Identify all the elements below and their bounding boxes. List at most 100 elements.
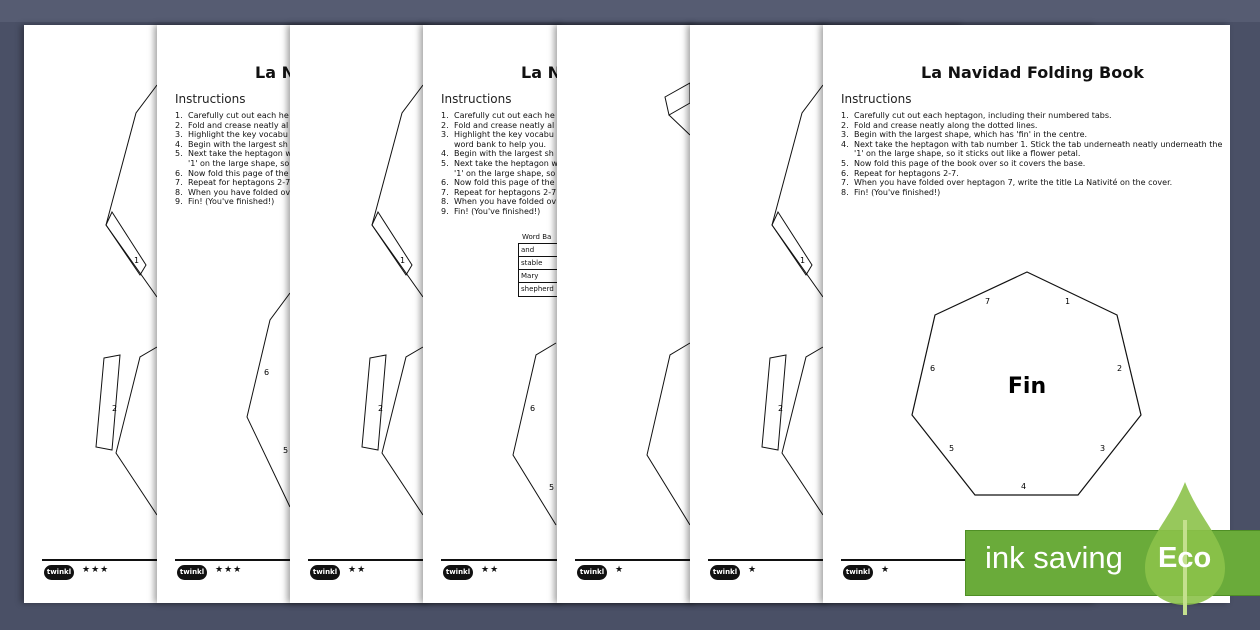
instruction-text: Repeat for heptagons 2-7: [454, 187, 557, 197]
instruction-text: word bank to help you.: [454, 139, 547, 149]
page-title: La N: [255, 63, 295, 82]
instruction-item: 1. Carefully cut out each he: [175, 111, 292, 121]
instruction-number: 7.: [441, 187, 449, 197]
center-text: Fin: [1008, 374, 1046, 399]
instruction-text: '1' on the large shape, so: [188, 158, 290, 168]
instruction-text: Next take the heptagon w: [454, 158, 558, 168]
instruction-text: Fold and crease neatly al: [454, 120, 555, 130]
instruction-number: 5.: [841, 158, 849, 168]
instruction-number: 1.: [175, 111, 183, 120]
instruction-item: 5. Next take the heptagon w'1' on the lar…: [441, 159, 558, 178]
instruction-text: '1' on the large shape, so: [454, 168, 556, 178]
edge-label: 6: [930, 364, 935, 373]
instruction-item: 9.Fin! (You've finished!): [175, 197, 292, 207]
instruction-item: 6.Repeat for heptagons 2-7.: [841, 169, 1222, 179]
instruction-number: 4.: [841, 139, 849, 149]
instruction-item: 5.Next take the heptagon w'1' on the lar…: [175, 149, 292, 168]
difficulty-stars: ★: [615, 565, 625, 575]
instruction-text: Fin! (You've finished!): [854, 187, 941, 197]
instruction-text: Carefully cut out each he: [454, 111, 555, 120]
instruction-number: 1.: [841, 111, 849, 120]
instruction-item: 1. Carefully cut out each heptagon, inclu…: [841, 111, 1222, 121]
instruction-item: 8. Fin! (You've finished!): [841, 188, 1222, 198]
instruction-text: Begin with the largest sh: [454, 149, 554, 159]
instruction-number: 1.: [441, 111, 449, 120]
page-title: La N: [521, 63, 561, 82]
difficulty-stars: ★★★: [215, 565, 243, 575]
twinkl-logo: twinkl: [44, 565, 74, 580]
instructions-heading: Instructions: [841, 92, 912, 106]
instruction-number: 6.: [175, 168, 183, 178]
instruction-number: 4.: [441, 149, 449, 159]
instruction-number: 5.: [175, 149, 183, 159]
word-bank-cell: stable: [519, 257, 577, 270]
instruction-item: 4. Begin with the largest sh: [175, 140, 292, 150]
word-bank-cell: and: [519, 244, 577, 257]
page-title: La Navidad Folding Book: [921, 63, 1144, 82]
instruction-number: 5.: [441, 158, 449, 168]
tab-label: 6: [264, 368, 269, 377]
instructions-list: 1. Carefully cut out each he 2. Fold and cr…: [175, 111, 292, 207]
instruction-item: 3.Begin with the largest shape, which ha…: [841, 130, 1222, 140]
instruction-text: Carefully cut out each he: [188, 111, 289, 120]
instruction-number: 4.: [175, 139, 183, 149]
tab-label: 2: [112, 404, 117, 413]
instruction-item: 7.Repeat for heptagons 2-7: [175, 178, 292, 188]
word-bank-cell: Mary: [519, 270, 577, 283]
instruction-text: '1' on the large shape, so it sticks out…: [854, 149, 1081, 159]
instruction-number: 8.: [441, 197, 449, 207]
instruction-number: 2.: [441, 120, 449, 130]
edge-label: 1: [1065, 297, 1070, 306]
instruction-text: Fin! (You've finished!): [454, 206, 541, 216]
tab-label: 2: [778, 404, 783, 413]
heptagon-pieces: 6 5: [246, 292, 291, 508]
edge-label: 7: [985, 297, 990, 306]
instruction-number: 8.: [841, 187, 849, 197]
instruction-number: 2.: [175, 120, 183, 130]
instruction-text: Now fold this page of the: [188, 168, 289, 178]
instruction-number: 8.: [175, 187, 183, 197]
heptagon-pieces: 1 2: [361, 84, 424, 516]
instruction-item: 7. Repeat for heptagons 2-7: [441, 188, 558, 198]
instruction-number: 7.: [841, 178, 849, 188]
twinkl-logo: twinkl: [710, 565, 740, 580]
instruction-item: 2. Fold and crease neatly al: [441, 121, 558, 131]
instruction-item: 9. Fin! (You've finished!): [441, 207, 558, 217]
instruction-item: 8. When you have folded ov: [175, 188, 292, 198]
instruction-text: Fin! (You've finished!): [188, 197, 275, 207]
instruction-text: Carefully cut out each heptagon, includi…: [854, 111, 1112, 120]
edge-label: 5: [949, 444, 954, 453]
edge-label: 2: [1117, 364, 1122, 373]
instruction-item: 5.Now fold this page of the book over so…: [841, 159, 1222, 169]
background-band: [0, 0, 1260, 22]
instruction-text: Now fold this page of the: [454, 178, 555, 188]
difficulty-stars: ★: [881, 565, 891, 575]
instruction-text: When you have folded ov: [188, 187, 291, 197]
tab-label: 1: [134, 256, 139, 265]
twinkl-logo: twinkl: [843, 565, 873, 580]
instruction-number: 3.: [841, 130, 849, 140]
difficulty-stars: ★★: [481, 565, 500, 575]
twinkl-logo: twinkl: [443, 565, 473, 580]
instruction-text: When you have folded ov: [454, 197, 557, 207]
instruction-number: 7.: [175, 178, 183, 188]
instruction-text: Repeat for heptagons 2-7.: [854, 168, 959, 178]
tab-label: 2: [378, 404, 383, 413]
word-bank: Word Ba and stable Mary shepherd: [518, 233, 578, 297]
instruction-item: 2.Fold and crease neatly along the dotte…: [841, 121, 1222, 131]
instruction-text: Fold and crease neatly al: [188, 120, 289, 130]
heptagon-pieces: 1 2: [95, 84, 158, 516]
instructions-list: 1. Carefully cut out each heptagon, inclu…: [841, 111, 1222, 197]
instruction-text: Begin with the largest sh: [188, 139, 288, 149]
tab-label: 5: [283, 446, 288, 455]
instruction-number: 9.: [441, 206, 449, 216]
tab-label: 1: [800, 256, 805, 265]
instruction-item: 4.Next take the heptagon with tab number…: [841, 140, 1222, 159]
instruction-number: 6.: [441, 178, 449, 188]
eco-label: Eco: [1158, 542, 1212, 574]
edge-label: 3: [1100, 444, 1105, 453]
instruction-text: When you have folded over heptagon 7, wr…: [854, 178, 1173, 188]
tab-label: 1: [400, 256, 405, 265]
instruction-number: 3.: [175, 130, 183, 140]
